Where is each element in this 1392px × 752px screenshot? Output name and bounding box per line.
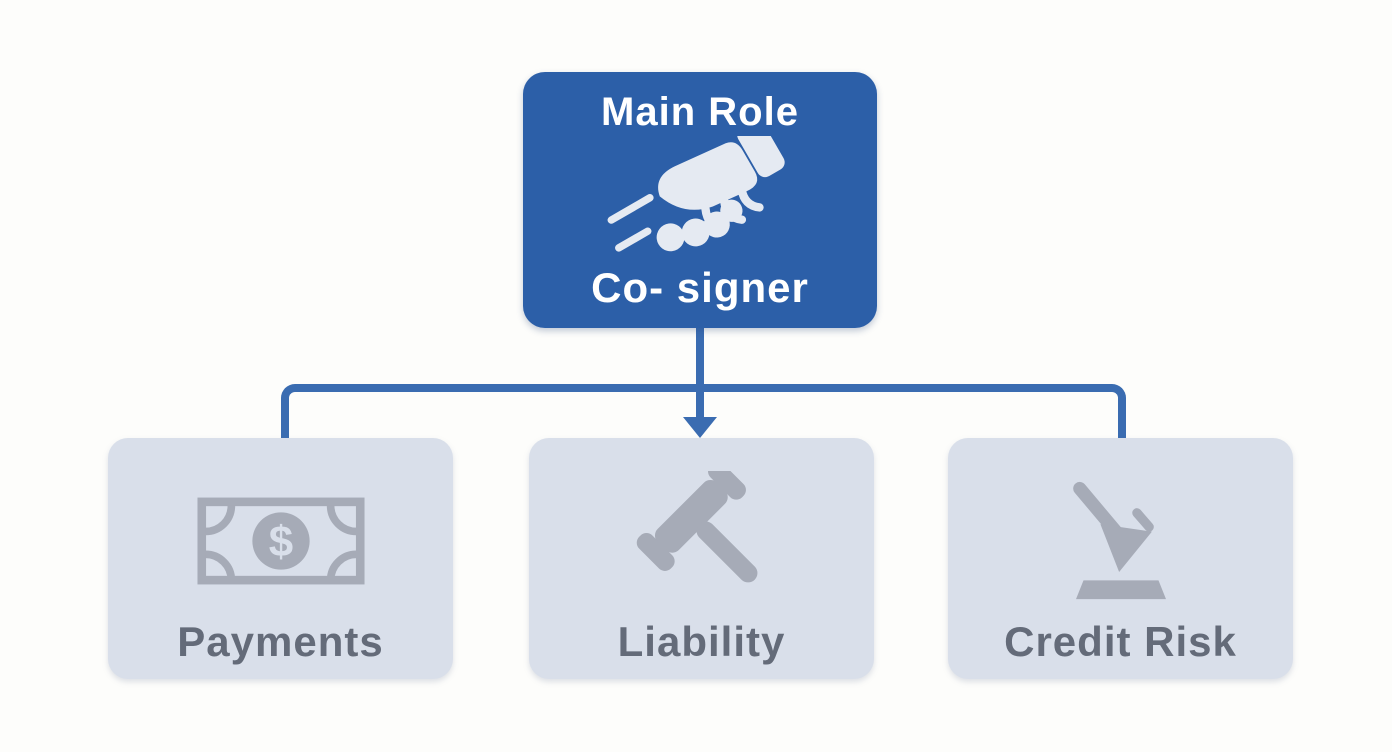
child-node-label: Payments <box>177 618 384 665</box>
child-node-label: Liability <box>617 618 786 665</box>
connector-elbow-left <box>281 384 700 438</box>
child-node-liability: Liability <box>529 438 874 679</box>
handshake-icon <box>593 136 807 266</box>
gavel-icon <box>627 466 777 616</box>
root-node-cosigner: Main Role <box>523 72 877 328</box>
credit-risk-arrow-icon <box>1046 466 1196 616</box>
root-node-title: Main Role <box>601 90 799 134</box>
svg-text:$: $ <box>268 517 292 566</box>
connector-arrowhead <box>683 417 717 438</box>
child-node-credit-risk: Credit Risk <box>948 438 1293 679</box>
connector-elbow-right <box>700 384 1126 438</box>
connector-stem <box>696 328 704 420</box>
root-node-subtitle: Co- signer <box>591 264 809 311</box>
child-node-label: Credit Risk <box>1004 618 1237 665</box>
child-node-payments: $ Payments <box>108 438 453 679</box>
money-bill-icon: $ <box>196 466 365 616</box>
